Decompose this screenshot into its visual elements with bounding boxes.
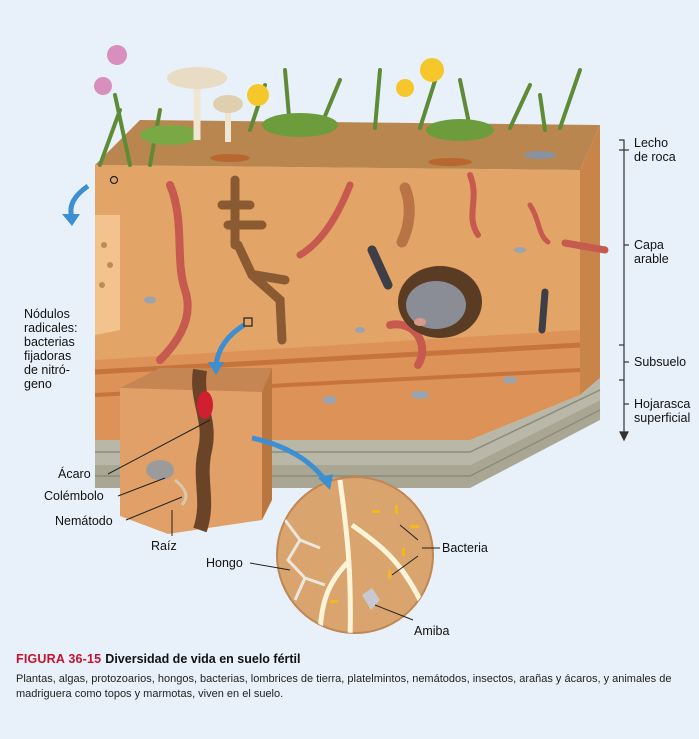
label-lecho-de-roca: Lecho de roca <box>634 136 676 164</box>
pebble <box>514 247 526 253</box>
label-colembolo: Colémbolo <box>44 489 104 503</box>
mushroom <box>213 95 243 113</box>
label-nematodo: Nemátodo <box>55 514 113 528</box>
label-subsuelo: Subsuelo <box>634 355 686 369</box>
mole-snout <box>414 318 426 326</box>
label-capa-arable: Capa arable <box>634 238 669 266</box>
figure-number: FIGURA 36-15 <box>16 652 101 666</box>
nodule <box>107 262 113 268</box>
nodule <box>101 242 107 248</box>
dandelion-flower <box>247 84 269 106</box>
pebble <box>355 327 365 333</box>
pebble <box>144 297 156 304</box>
inset-cube-front <box>120 388 262 534</box>
label-hongo: Hongo <box>206 556 243 570</box>
root-nodule-cutaway <box>95 215 120 335</box>
clover-flower <box>94 77 112 95</box>
pebble <box>323 396 337 404</box>
inset-soil-cube <box>120 368 272 534</box>
figure-title: Diversidad de vida en suelo fértil <box>105 652 300 666</box>
dandelion-flower <box>396 79 414 97</box>
magnified-soil-circle <box>277 477 433 640</box>
clover-flower <box>107 45 127 65</box>
pebble <box>411 391 429 399</box>
nodule <box>99 282 105 288</box>
caption-body: Plantas, algas, protozoarios, hongos, ba… <box>16 672 686 702</box>
mushroom <box>167 67 227 89</box>
springtail <box>146 460 174 480</box>
arrow-to-nodules <box>71 186 88 218</box>
caption-heading: FIGURA 36-15 Diversidad de vida en suelo … <box>16 650 686 668</box>
mite <box>197 391 213 419</box>
label-amiba: Amiba <box>414 624 449 638</box>
label-raiz: Raíz <box>151 539 177 553</box>
dandelion-flower <box>420 58 444 82</box>
soil-side-face <box>580 125 600 395</box>
label-bacteria: Bacteria <box>442 541 488 555</box>
layer-bracket <box>619 140 629 440</box>
label-nodulos-radicales: Nódulos radicales: bacterias fijadoras d… <box>24 307 78 391</box>
figure-caption: FIGURA 36-15 Diversidad de vida en suelo … <box>16 650 686 702</box>
label-hojarasca-superficial: Hojarasca superficial <box>634 397 690 425</box>
pebble <box>503 377 517 384</box>
label-acaro: Ácaro <box>58 467 91 481</box>
millipede <box>542 292 545 330</box>
